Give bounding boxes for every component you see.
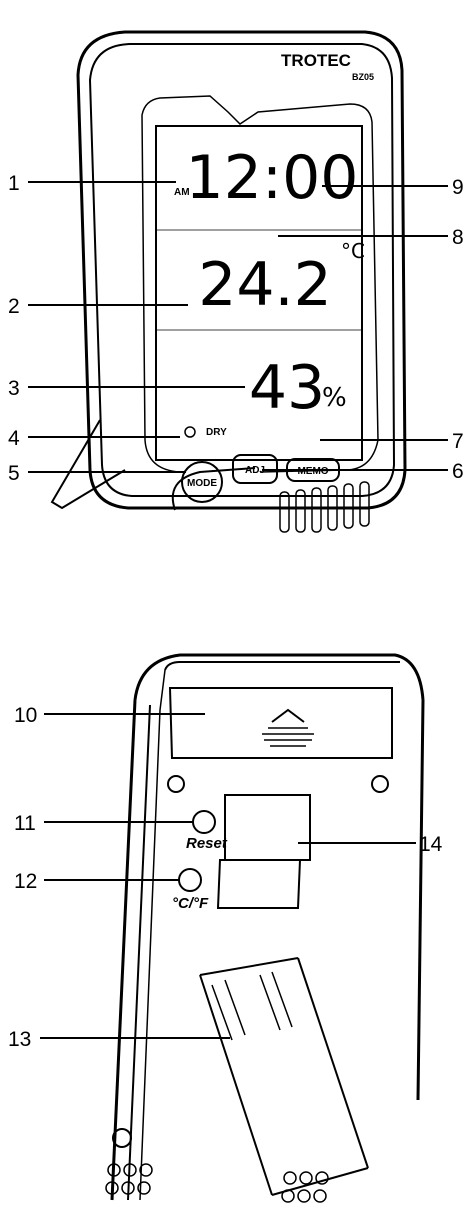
callout-13: 13 xyxy=(8,1028,31,1051)
unit-toggle-label: °C/°F xyxy=(172,895,209,912)
comfort-indicator: DRY xyxy=(206,427,227,438)
arrow-up-icon xyxy=(271,708,305,723)
front-view: TROTEC BZ05 AM 12:00 24.2 °C 43 % DRY MO… xyxy=(50,30,407,533)
callout-6: 6 xyxy=(452,460,464,483)
am-indicator: AM xyxy=(174,187,190,198)
front-vents xyxy=(279,481,370,533)
humidity-readout: 43 xyxy=(249,353,325,423)
reset-button[interactable] xyxy=(192,810,216,834)
screw-icon xyxy=(112,1128,132,1148)
svg-text:MEMO: MEMO xyxy=(297,466,328,477)
callout-11: 11 xyxy=(14,812,36,835)
back-stand[interactable] xyxy=(199,974,273,1196)
callout-7: 7 xyxy=(452,430,464,453)
callout-12: 12 xyxy=(14,870,37,893)
dry-face-icon xyxy=(184,426,196,438)
svg-text:ADJ: ADJ xyxy=(245,465,265,476)
humidity-unit: % xyxy=(322,383,347,413)
lcd-panel xyxy=(155,125,363,461)
hanging-hole xyxy=(224,794,311,861)
back-vents-right xyxy=(281,1171,329,1203)
temperature-readout: 24.2 xyxy=(198,250,332,320)
callouts: 1 2 3 4 5 6 7 8 9 10 11 12 13 14 xyxy=(8,172,464,1051)
callout-4: 4 xyxy=(8,427,20,450)
callout-10: 10 xyxy=(14,704,37,727)
brand-logo: TROTEC xyxy=(281,51,351,70)
callout-8: 8 xyxy=(452,226,464,249)
time-readout: 12:00 xyxy=(186,143,359,213)
unit-toggle-button[interactable] xyxy=(178,868,202,892)
battery-cover[interactable] xyxy=(168,687,393,759)
reset-label: Reset xyxy=(186,835,228,852)
screw-icon xyxy=(167,775,185,793)
back-view: Reset °C/°F xyxy=(105,653,425,1203)
mode-button[interactable] xyxy=(181,461,223,503)
back-vents-left xyxy=(105,1163,153,1195)
callout-14: 14 xyxy=(419,833,443,856)
callout-2: 2 xyxy=(8,295,20,318)
screw-icon xyxy=(371,775,389,793)
temperature-unit: °C xyxy=(341,239,365,263)
callout-1: 1 xyxy=(8,172,20,195)
model-label: BZ05 xyxy=(352,72,374,82)
callout-3: 3 xyxy=(8,377,20,400)
svg-text:MODE: MODE xyxy=(187,478,217,489)
callout-9: 9 xyxy=(452,176,464,199)
callout-5: 5 xyxy=(8,462,20,485)
